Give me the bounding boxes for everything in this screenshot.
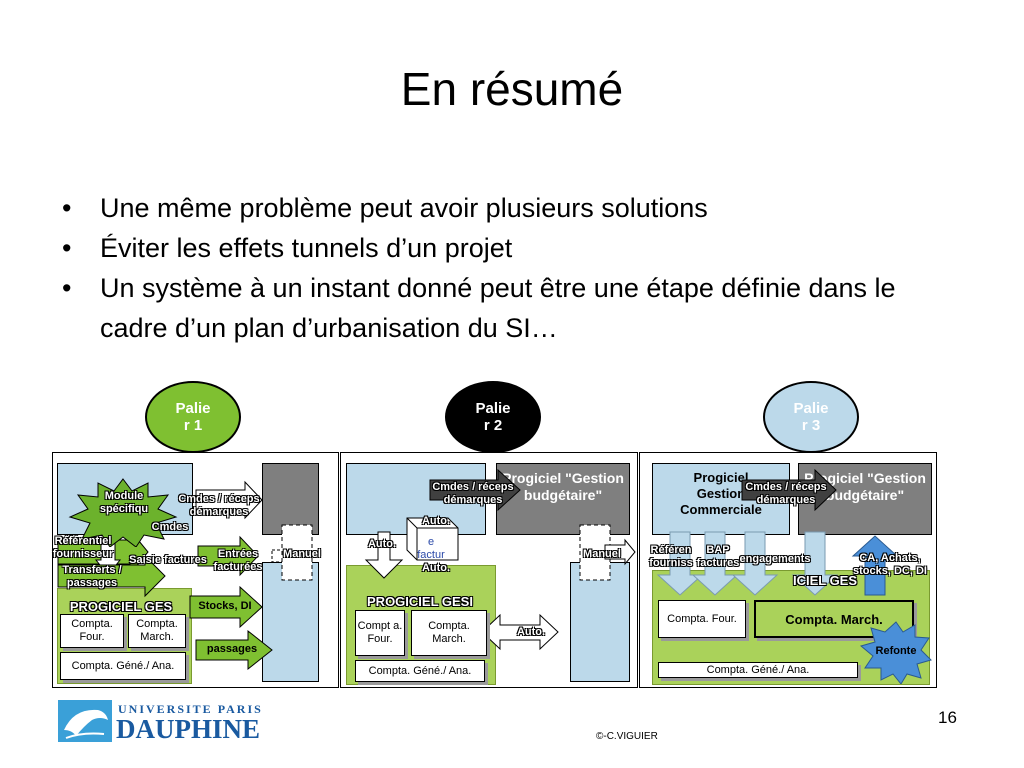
p2-compta-gene: Compta. Géné./ Ana.	[355, 660, 485, 682]
p2-auto-4: Auto.	[516, 626, 546, 638]
refonte-starburst	[859, 621, 932, 684]
palier-3-label: Palie r 3	[793, 400, 829, 434]
p1-blue-column	[262, 562, 319, 682]
palier-3-oval: Palie r 3	[763, 381, 859, 453]
p3-progiciel: ICIEL GES	[792, 573, 858, 588]
p2-manuel: Manuel	[583, 548, 621, 560]
p1-manuel: Manuel	[283, 548, 321, 560]
p3-progiciel-commercial-label: Progiciel Gestion Commerciale	[680, 470, 762, 517]
p2-facture: e factur e	[417, 536, 445, 574]
palier-1-oval: Palie r 1	[145, 381, 241, 453]
p3-bap: BAP factures	[696, 544, 740, 569]
p2-compta-march: Compta. March.	[411, 610, 487, 656]
p3-compta-march: Compta. March.	[754, 600, 914, 638]
palier-2-label: Palie r 2	[475, 400, 511, 434]
p1-transferts: Transferts / passages	[62, 564, 122, 589]
bullet-item: Une même problème peut avoir plusieurs s…	[62, 188, 962, 228]
logo-line-2: DAUPHINE	[116, 714, 261, 744]
p3-engagements: engagements	[739, 553, 811, 565]
bullet-item: Un système à un instant donné peut être …	[62, 268, 962, 348]
p1-stocks: Stocks, DI	[198, 600, 252, 612]
p3-referen: Référen fourniss	[649, 544, 693, 569]
module-starburst	[68, 478, 178, 547]
bullet-list: Une même problème peut avoir plusieurs s…	[62, 188, 962, 348]
p1-saisie: Saisie factures	[129, 554, 207, 566]
page-number: 16	[938, 708, 957, 727]
palier-1-label: Palie r 1	[175, 400, 211, 434]
p2-progiciel-budget-label: Progiciel "Gestion budgétaire"	[502, 470, 624, 503]
p2-progiciel-budget: Progiciel "Gestion budgétaire"	[496, 463, 630, 535]
p1-gray-block	[262, 463, 319, 535]
p1-progiciel: PROGICIEL GES	[69, 599, 173, 614]
logo-line-1: UNIVERSITE PARIS	[118, 702, 263, 716]
bullet-item: Éviter les effets tunnels d’un projet	[62, 228, 962, 268]
p1-referentiel: Référentiel fournisseur	[52, 535, 114, 560]
p2-auto-1: Auto.	[421, 515, 451, 527]
p3-refonte: Refonte	[875, 645, 917, 657]
p3-progiciel-budget-label: Progiciel "Gestion budgétaire"	[804, 470, 926, 503]
dolphin-logo-icon	[58, 700, 112, 742]
p3-ca-achats: CA, Achats, stocks, DC, DI	[853, 552, 927, 577]
p1-entrees: Entrées facturées	[213, 548, 263, 573]
p3-cmdes-receps: Cmdes / réceps démarques	[745, 481, 827, 506]
slide-title: En résumé	[400, 63, 624, 115]
p1-cmdes-receps: Cmdes / réceps démarques	[178, 493, 260, 518]
p2-auto-3: Auto.	[421, 562, 451, 574]
copyright: ©-C.VIGUIER	[596, 731, 658, 742]
p2-compta-four: Compt a. Four.	[355, 610, 405, 656]
p2-auto-2: Auto.	[367, 538, 397, 550]
palier-2-oval: Palie r 2	[445, 381, 541, 453]
module-label: Module spécifiqu	[99, 490, 149, 515]
p1-compta-gene: Compta. Géné./ Ana.	[60, 652, 186, 680]
p2-cmdes-receps: Cmdes / réceps démarques	[432, 481, 514, 506]
p1-compta-march: Compta. March.	[128, 614, 186, 648]
p1-cmdes: Cmdes	[151, 521, 189, 533]
p2-progiciel: PROGICIEL GESI	[367, 594, 473, 609]
p1-compta-four: Compta. Four.	[60, 614, 124, 648]
p3-compta-four: Compta. Four.	[658, 600, 746, 638]
p1-passages: passages	[206, 643, 258, 655]
p3-compta-gene: Compta. Géné./ Ana.	[658, 662, 858, 678]
